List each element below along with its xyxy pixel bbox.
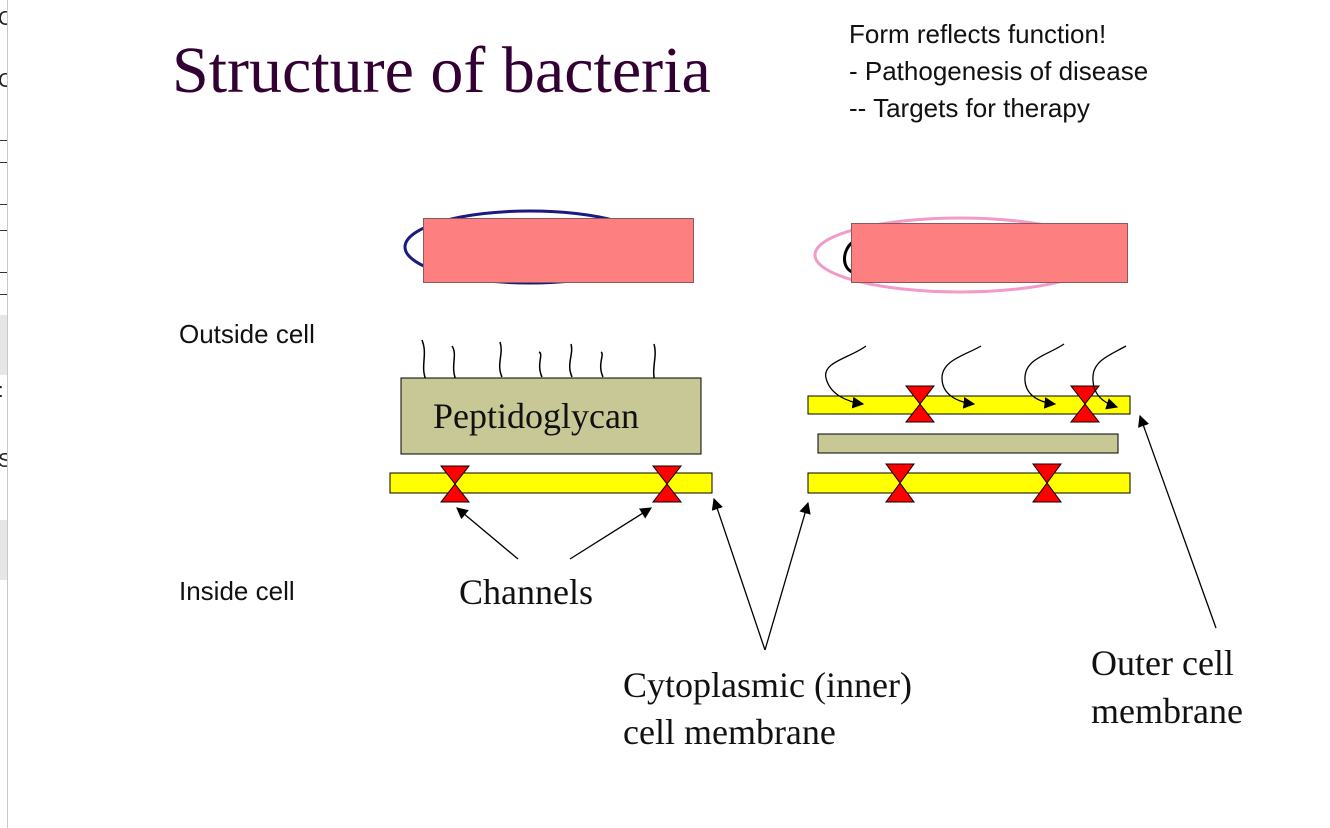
channel-icon [1069, 385, 1101, 423]
channel-icon [439, 465, 471, 503]
inner-membrane-label-line1: Cytoplasmic (inner) [623, 665, 912, 705]
inner-membrane-right [807, 472, 1131, 494]
gram-negative-wall [807, 343, 1131, 503]
notes-list: Form reflects function! - Pathogenesis o… [849, 16, 1148, 127]
left-edge-divider [0, 204, 7, 205]
peptidoglycan-layer [400, 377, 702, 455]
left-edge-panel: C C : S [0, 0, 8, 828]
channels-label: Channels [459, 572, 593, 612]
note-line: Form reflects function! [849, 19, 1107, 49]
pointer-arrows [456, 414, 1217, 651]
left-edge-fragment: C [0, 8, 7, 31]
redaction-box-left [423, 218, 694, 283]
thin-peptidoglycan-layer [817, 433, 1119, 454]
outer-membrane-label-line1: Outer cell [1091, 643, 1234, 683]
peptidoglycan-label: Peptidoglycan [433, 396, 639, 436]
left-edge-fragment: C [0, 70, 7, 93]
channel-icon [904, 385, 936, 423]
left-edge-divider [0, 162, 7, 163]
channel-icon [885, 463, 915, 503]
left-edge-divider [0, 140, 7, 141]
note-line: - Pathogenesis of disease [849, 56, 1149, 86]
inner-membrane-label-line2: cell membrane [623, 712, 836, 752]
left-edge-divider [0, 272, 7, 273]
left-edge-gray-block [0, 315, 7, 375]
outer-membrane-label-line2: membrane [1091, 691, 1243, 731]
outside-cell-label: Outside cell [179, 319, 315, 349]
note-line: -- Targets for therapy [849, 93, 1090, 123]
inner-membrane-left [389, 472, 713, 494]
left-edge-gray-block [0, 520, 7, 580]
gram-positive-wall [389, 339, 713, 503]
channel-icon [651, 465, 683, 503]
left-edge-fragment: S [0, 450, 7, 473]
left-edge-divider [0, 230, 7, 231]
left-edge-divider [0, 294, 7, 295]
left-edge-fragment: : [0, 380, 4, 403]
channel-icon [1032, 463, 1062, 503]
redaction-box-right [851, 223, 1128, 283]
inside-cell-label: Inside cell [179, 576, 295, 606]
transport-arrows [825, 343, 1127, 410]
slide-title: Structure of bacteria [172, 34, 711, 107]
